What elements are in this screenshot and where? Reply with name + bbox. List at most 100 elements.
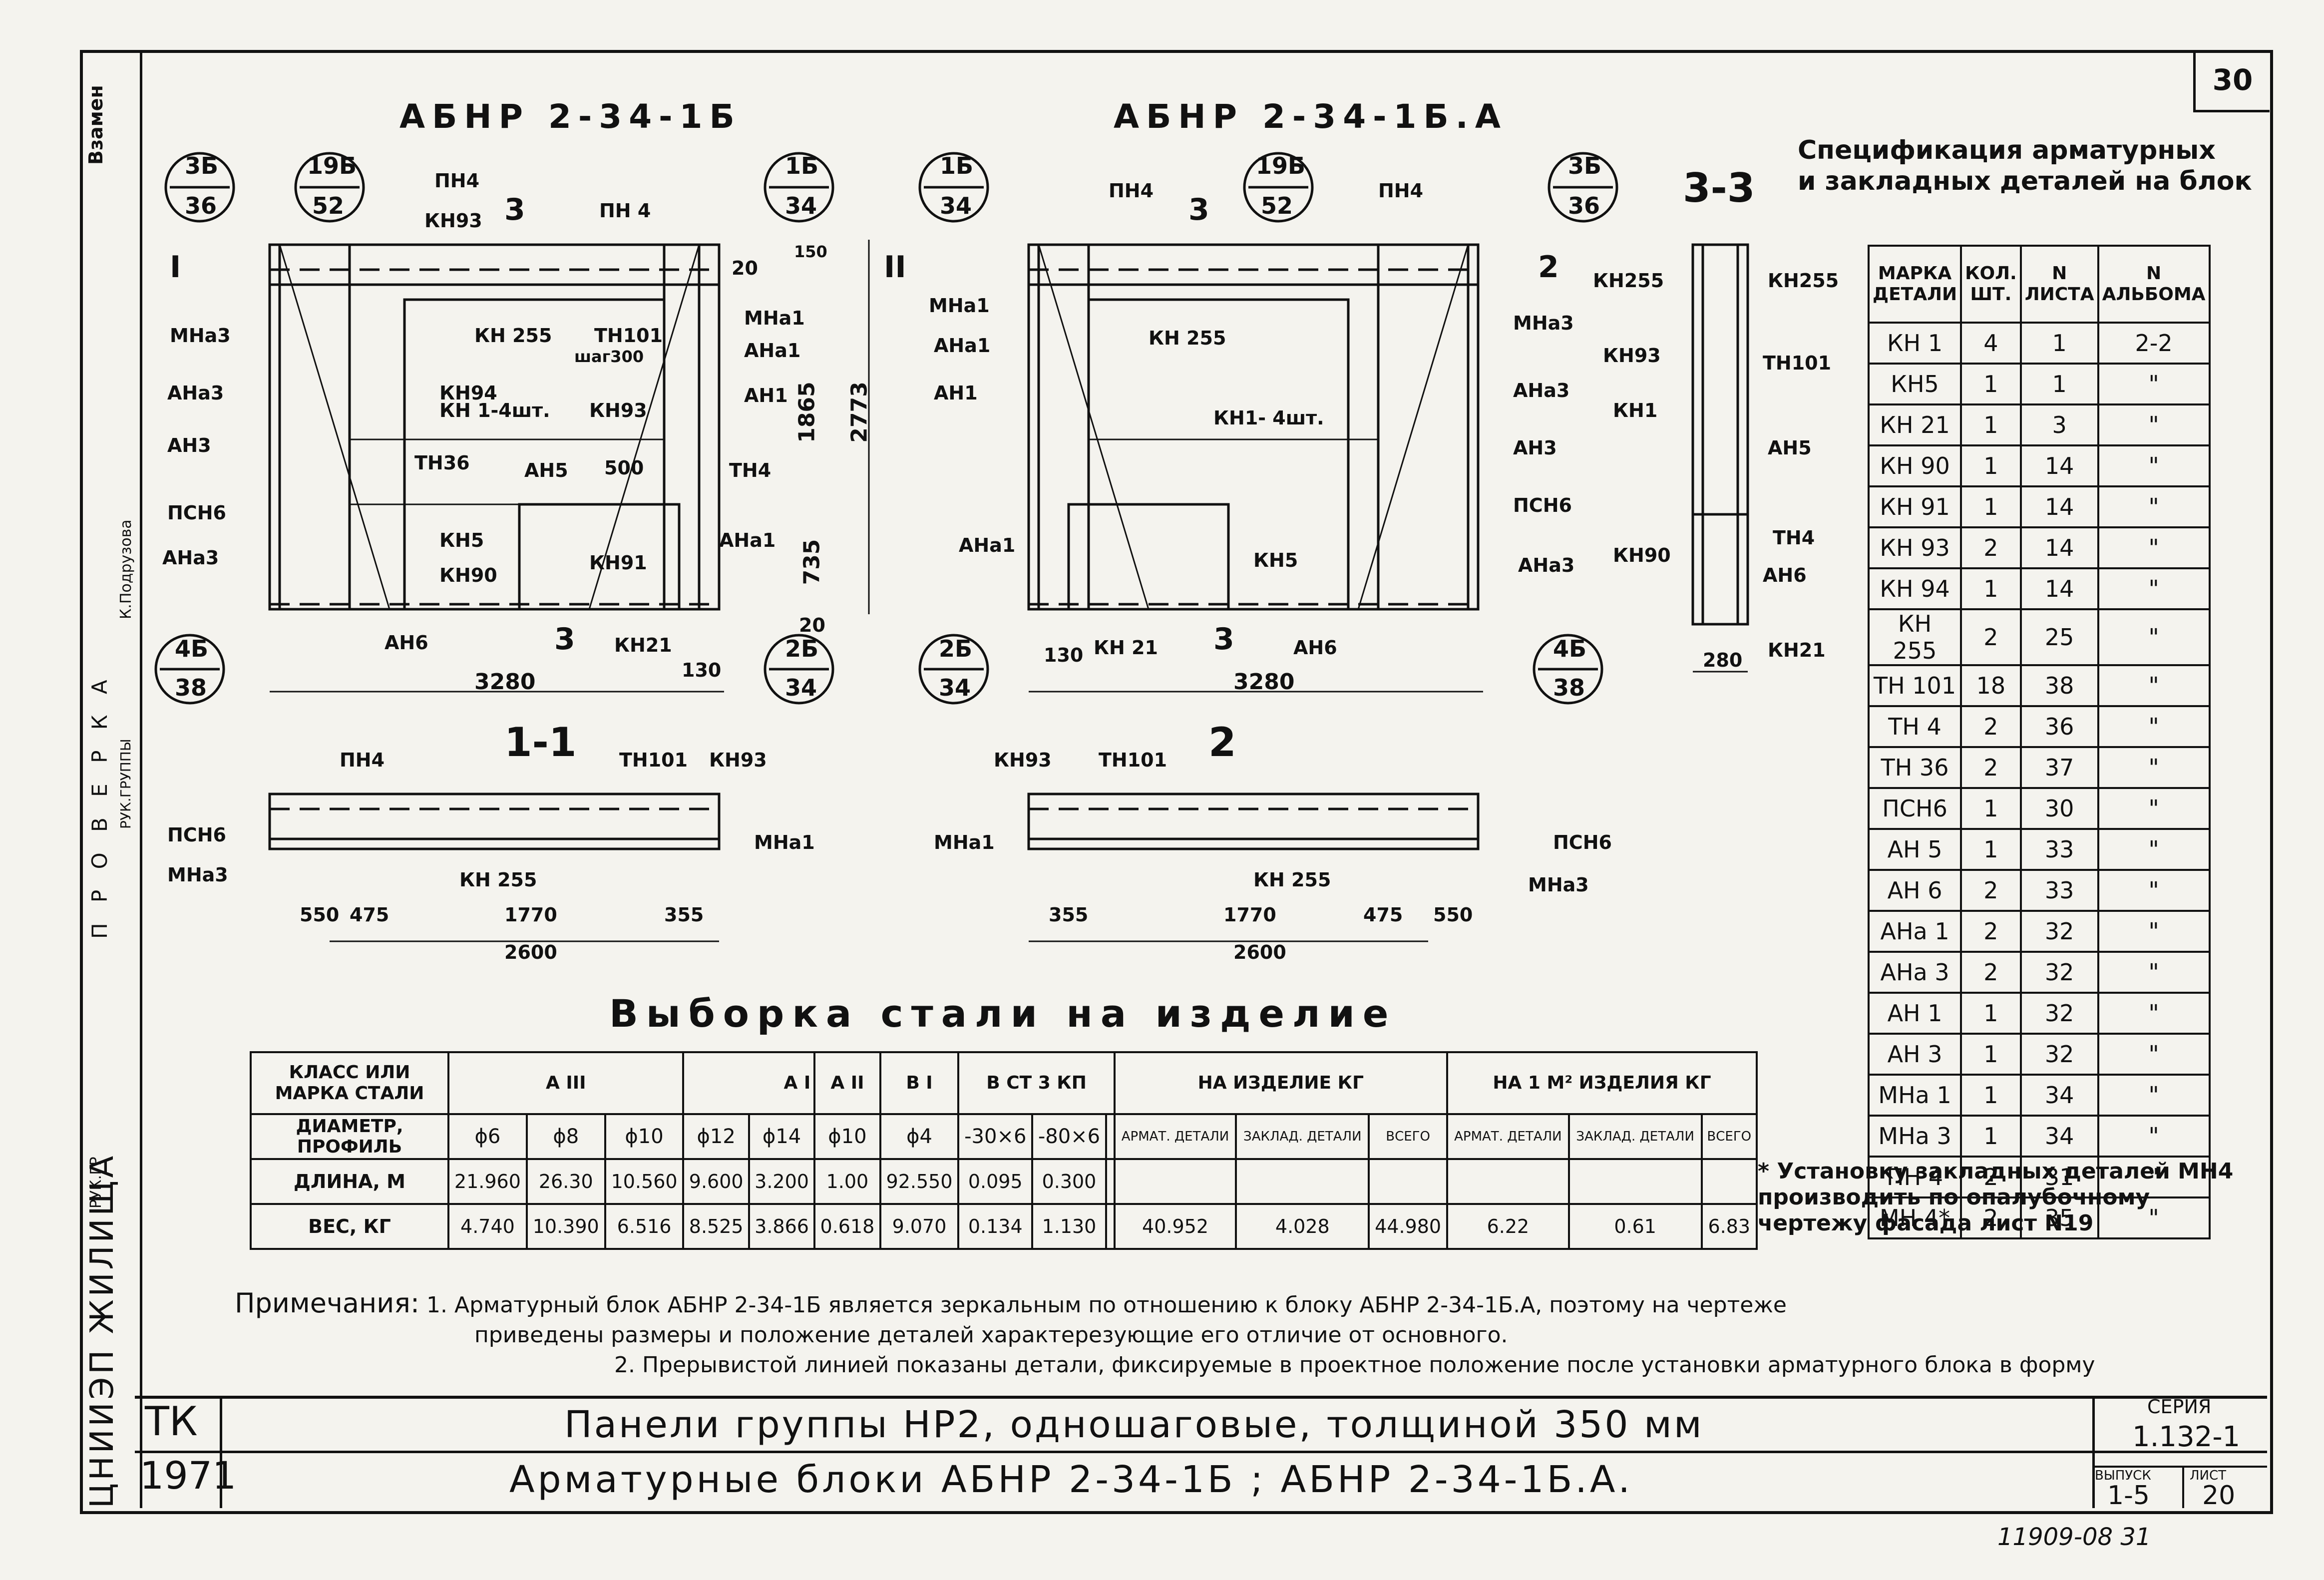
- right-label: АНа3: [1518, 554, 1575, 576]
- spec-cell: 32: [2019, 1033, 2099, 1076]
- steel-total: 4.028: [1235, 1203, 1370, 1250]
- spec-cell: 1: [2019, 363, 2099, 405]
- spec-cell: 14: [2019, 485, 2099, 528]
- tb-line1: Панели группы НР2, одношаговые, толщиной…: [564, 1403, 1704, 1446]
- spec-cell: ТН 101: [1867, 664, 1962, 707]
- section-11-title: 1-1: [504, 719, 577, 766]
- sec2-label: ТН101: [1099, 749, 1167, 771]
- steel-sub: ВСЕГО: [1368, 1113, 1449, 1160]
- left-dim-20a: 20: [732, 257, 758, 279]
- note-1: 1. Арматурный блок АБНР 2-34-1Б является…: [426, 1292, 1787, 1318]
- steel-wt: 0.618: [813, 1203, 881, 1250]
- tb-vypusk: 1-5: [2107, 1481, 2150, 1511]
- spec-cell: КН 90: [1867, 444, 1962, 487]
- steel-empty: [1113, 1158, 1237, 1205]
- steel-wt: 10.390: [525, 1203, 606, 1250]
- spec-cell: АН 5: [1867, 828, 1962, 871]
- sec33-label: ТН4: [1773, 527, 1815, 549]
- steel-h-a3: А III: [447, 1051, 685, 1115]
- steel-diam: -80×6: [1031, 1113, 1107, 1160]
- left-label: ТН101: [594, 325, 663, 347]
- spec-table: МАРКА ДЕТАЛИ КОЛ. ШТ. N ЛИСТА N АЛЬБОМА …: [1867, 245, 2211, 1239]
- spec-cell: 37: [2019, 746, 2099, 789]
- left-label: КН90: [439, 564, 497, 586]
- left-label: КН94: [439, 382, 497, 404]
- note-1b: приведены размеры и положение деталей ха…: [474, 1322, 1508, 1348]
- steel-len: 21.960: [447, 1158, 528, 1205]
- steel-sub: ЗАКЛАД. ДЕТАЛИ: [1567, 1113, 1703, 1160]
- right-label: 2: [1538, 250, 1559, 285]
- spec-cell: ": [2097, 608, 2211, 666]
- callout-left-1-bottom: 36: [185, 192, 217, 219]
- tb-year: 1971: [140, 1453, 237, 1498]
- sec33-label: АН5: [1768, 437, 1812, 459]
- spec-cell: КН 94: [1867, 567, 1962, 610]
- steel-h-len: ДЛИНА, М: [250, 1158, 449, 1205]
- sec33-label: КН90: [1613, 544, 1671, 566]
- spec-cell: ": [2097, 1115, 2211, 1158]
- spec-cell: 30: [2019, 787, 2099, 830]
- callout-left-2-bottom: 52: [312, 192, 345, 219]
- steel-diam: ϕ10: [604, 1113, 685, 1160]
- spec-cell: 2-2: [2097, 322, 2211, 365]
- steel-wt: 4.740: [447, 1203, 528, 1250]
- spec-cell: ": [2097, 1156, 2211, 1198]
- spec-cell: 32: [2019, 910, 2099, 953]
- right-label: АН6: [1293, 637, 1337, 659]
- spec-cell: 2: [1960, 1156, 2022, 1198]
- sec33-label: КН93: [1603, 345, 1661, 367]
- left-label: ПН 4: [599, 200, 651, 222]
- sec11-dim: 475: [350, 904, 389, 926]
- spec-cell: 35: [2019, 1196, 2099, 1239]
- tb-h-seria: [2092, 1466, 2267, 1468]
- spec-header: КОЛ. ШТ.: [1960, 245, 2022, 324]
- steel-h-wt: ВЕС, КГ: [250, 1203, 449, 1250]
- spec-cell: 4: [1960, 322, 2022, 365]
- spec-cell: КН 91: [1867, 485, 1962, 528]
- spec-cell: 14: [2019, 444, 2099, 487]
- spec-cell: АНа 1: [1867, 910, 1962, 953]
- sec2-dim: 355: [1049, 904, 1089, 926]
- left-label: АН3: [167, 434, 211, 456]
- callout-right-2-bottom: 52: [1261, 192, 1293, 219]
- spec-cell: 34: [2019, 1115, 2099, 1158]
- steel-len: 9.600: [682, 1158, 750, 1205]
- steel-diam: ϕ10: [813, 1113, 881, 1160]
- left-label: ПН4: [434, 170, 480, 192]
- spec-cell: ": [2097, 526, 2211, 569]
- section-2-title: 2: [1208, 719, 1236, 766]
- spec-cell: 2: [1960, 910, 2022, 953]
- sec11-label: КН 255: [459, 869, 537, 891]
- callout-left-3-bottom: 34: [785, 192, 817, 219]
- steel-len: 0.300: [1031, 1158, 1107, 1205]
- steel-len: 1.00: [813, 1158, 881, 1205]
- sheet-number: 30: [2193, 50, 2270, 112]
- steel-total: 6.83: [1700, 1203, 1758, 1250]
- spec-cell: 1: [1960, 992, 2022, 1035]
- sec11-label: МНа3: [167, 864, 228, 886]
- sec2-dim: 2600: [1233, 941, 1286, 963]
- steel-sub: ВСЕГО: [1700, 1113, 1758, 1160]
- right-label: КН1- 4шт.: [1213, 407, 1324, 429]
- steel-len: 10.560: [604, 1158, 685, 1205]
- steel-h-b1: В I: [879, 1051, 960, 1115]
- sec33-dim-280: 280: [1703, 649, 1743, 671]
- sec2-label: КН93: [994, 749, 1052, 771]
- notes-line1: Примечания: 1. Арматурный блок АБНР 2-34…: [235, 1288, 2207, 1320]
- tb-vypusk-label: ВЫПУСК: [2095, 1468, 2151, 1483]
- spec-header: N АЛЬБОМА: [2097, 245, 2211, 324]
- spec-cell: 1: [1960, 485, 2022, 528]
- tb-v2: [2092, 1396, 2095, 1508]
- spec-cell: 36: [2019, 705, 2099, 748]
- sec33-label: КН255: [1593, 270, 1664, 292]
- steel-h-item: НА ИЗДЕЛИЕ КГ: [1113, 1051, 1449, 1115]
